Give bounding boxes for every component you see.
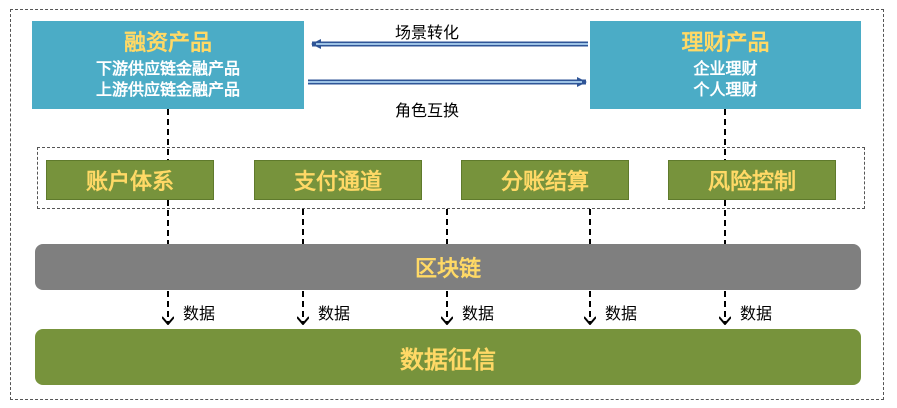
financing-product-line-2: 上游供应链金融产品 xyxy=(95,80,240,99)
data-label-5: 数据 xyxy=(740,304,773,323)
blockchain-bar: 区块链 xyxy=(35,244,861,290)
data-credit-label: 数据征信 xyxy=(400,345,496,374)
outer-frame xyxy=(10,9,884,400)
module-account-system: 账户体系 xyxy=(46,160,214,200)
data-label-3: 数据 xyxy=(462,304,495,323)
role-exchange-label: 角色互换 xyxy=(395,101,460,120)
module-risk-control: 风险控制 xyxy=(668,160,836,200)
scene-conversion-label: 场景转化 xyxy=(395,23,460,42)
financing-products-box: 融资产品 下游供应链金融产品 上游供应链金融产品 xyxy=(32,21,304,109)
modules-frame xyxy=(37,147,865,209)
blockchain-label: 区块链 xyxy=(414,257,481,282)
wealth-product-line-2: 个人理财 xyxy=(693,80,758,99)
data-label-4: 数据 xyxy=(605,304,638,323)
financing-product-line-1: 下游供应链金融产品 xyxy=(95,59,240,78)
data-credit-bar: 数据征信 xyxy=(35,329,861,385)
wealth-products-box: 理财产品 企业理财 个人理财 xyxy=(590,21,861,109)
data-label-1: 数据 xyxy=(183,304,216,323)
wealth-products-title: 理财产品 xyxy=(681,31,770,56)
module-payment-channel: 支付通道 xyxy=(254,160,422,200)
module-settlement: 分账结算 xyxy=(461,160,629,200)
wealth-product-line-1: 企业理财 xyxy=(693,59,758,78)
data-label-2: 数据 xyxy=(318,304,351,323)
financing-products-title: 融资产品 xyxy=(123,31,212,56)
